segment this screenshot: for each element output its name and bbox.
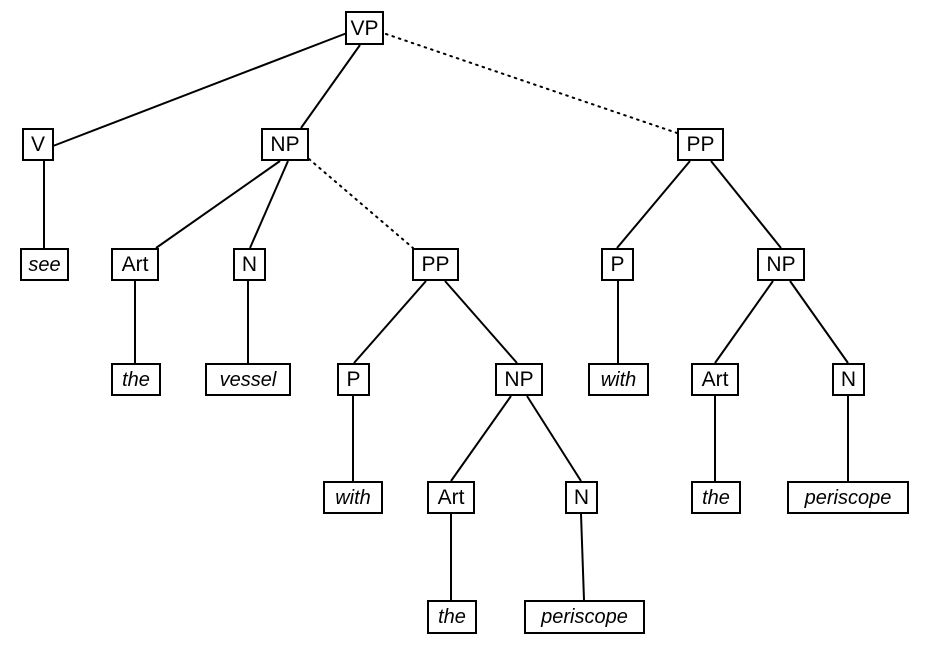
tree-edge-solid	[714, 280, 774, 364]
tree-node-v: V	[22, 128, 54, 161]
tree-node-art_r: Art	[691, 363, 739, 396]
tree-edge-solid	[444, 280, 518, 364]
tree-edge-dotted	[385, 33, 678, 134]
tree-leaf-the_r: the	[691, 481, 741, 514]
tree-leaf-with_r: with	[588, 363, 649, 396]
tree-leaf-the1: the	[111, 363, 161, 396]
tree-leaf-peri_r: periscope	[787, 481, 909, 514]
tree-edge-solid	[450, 395, 512, 482]
tree-leaf-vessel: vessel	[205, 363, 291, 396]
tree-leaf-with_m: with	[323, 481, 383, 514]
tree-edge-solid	[353, 280, 427, 364]
tree-edge-solid	[616, 160, 691, 249]
tree-node-p_right: P	[601, 248, 634, 281]
tree-node-pp_mid: PP	[412, 248, 459, 281]
tree-node-pp_right: PP	[677, 128, 724, 161]
tree-leaf-the_m: the	[427, 600, 477, 634]
tree-node-n_m: N	[565, 481, 598, 514]
tree-node-np_mid: NP	[495, 363, 543, 396]
tree-node-vp: VP	[345, 11, 384, 45]
tree-node-p_mid: P	[337, 363, 370, 396]
tree-node-np1: NP	[261, 128, 309, 161]
tree-edge-solid	[155, 160, 281, 249]
tree-edge-solid	[580, 513, 585, 601]
tree-edge-solid	[789, 280, 849, 364]
tree-edge-solid	[526, 395, 582, 482]
tree-node-np_right: NP	[757, 248, 805, 281]
tree-node-n1: N	[233, 248, 266, 281]
tree-edge-solid	[249, 160, 289, 249]
tree-edge-dotted	[308, 158, 414, 249]
tree-edge-solid	[300, 44, 361, 129]
tree-node-art1: Art	[111, 248, 159, 281]
tree-node-art_m: Art	[427, 481, 475, 514]
tree-edge-solid	[710, 160, 782, 249]
tree-leaf-see: see	[20, 248, 69, 281]
tree-leaf-peri_m: periscope	[524, 600, 645, 634]
tree-edge-solid	[52, 32, 348, 147]
tree-node-n_r: N	[832, 363, 865, 396]
